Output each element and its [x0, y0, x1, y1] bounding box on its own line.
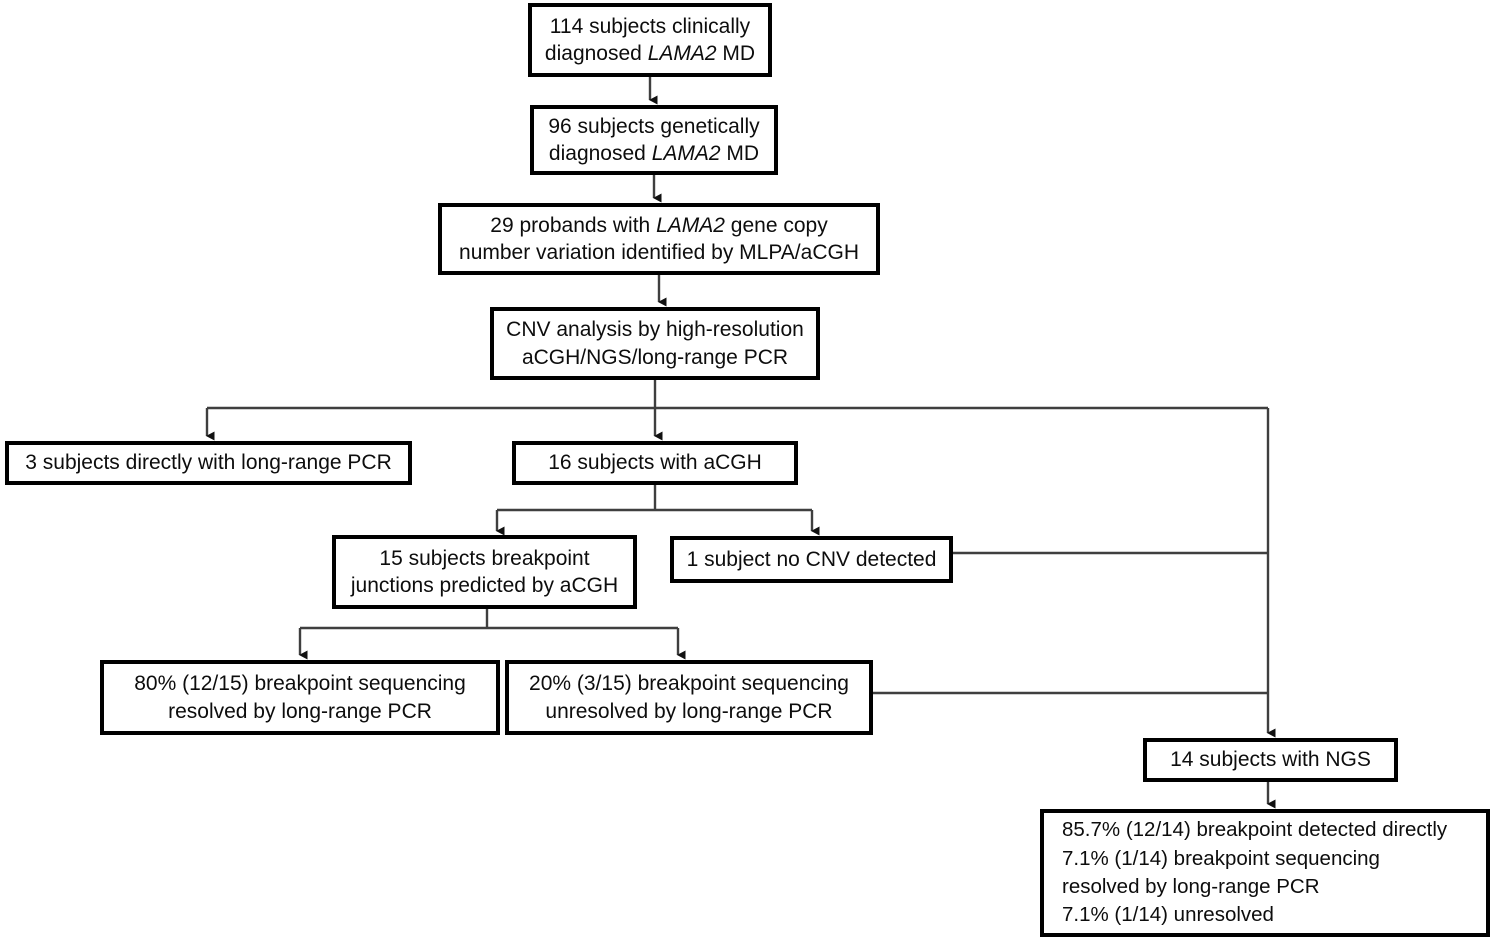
- cnv-analysis-label: CNV analysis by high-resolution aCGH/NGS…: [506, 318, 804, 369]
- breakpoint-unresolved-box: 20% (3/15) breakpoint sequencing unresol…: [505, 660, 873, 735]
- ngs-outcomes-box: 85.7% (12/14) breakpoint detected direct…: [1040, 809, 1490, 937]
- no-cnv-detected-label: 1 subject no CNV detected: [686, 547, 937, 571]
- subjects-with-acgh-box: 16 subjects with aCGH: [512, 441, 798, 485]
- breakpoint-unresolved-label: 20% (3/15) breakpoint sequencing unresol…: [529, 672, 849, 723]
- no-cnv-detected-box: 1 subject no CNV detected: [670, 536, 953, 583]
- subjects-with-ngs-label: 14 subjects with NGS: [1170, 748, 1371, 772]
- subjects-with-acgh-label: 16 subjects with aCGH: [548, 451, 762, 475]
- cnv-analysis-box: CNV analysis by high-resolution aCGH/NGS…: [490, 307, 820, 380]
- long-range-pcr-direct-box: 3 subjects directly with long-range PCR: [5, 441, 412, 485]
- breakpoint-resolved-box: 80% (12/15) breakpoint sequencing resolv…: [100, 660, 500, 735]
- long-range-pcr-direct-label: 3 subjects directly with long-range PCR: [25, 451, 392, 475]
- ngs-outcomes-label: 85.7% (12/14) breakpoint detected direct…: [1062, 818, 1448, 927]
- breakpoint-junctions-predicted-label: 15 subjects breakpoint junctions predict…: [350, 546, 619, 597]
- breakpoint-junctions-predicted-box: 15 subjects breakpoint junctions predict…: [332, 535, 637, 609]
- breakpoint-resolved-label: 80% (12/15) breakpoint sequencing resolv…: [134, 672, 466, 723]
- subjects-with-ngs-box: 14 subjects with NGS: [1143, 738, 1398, 782]
